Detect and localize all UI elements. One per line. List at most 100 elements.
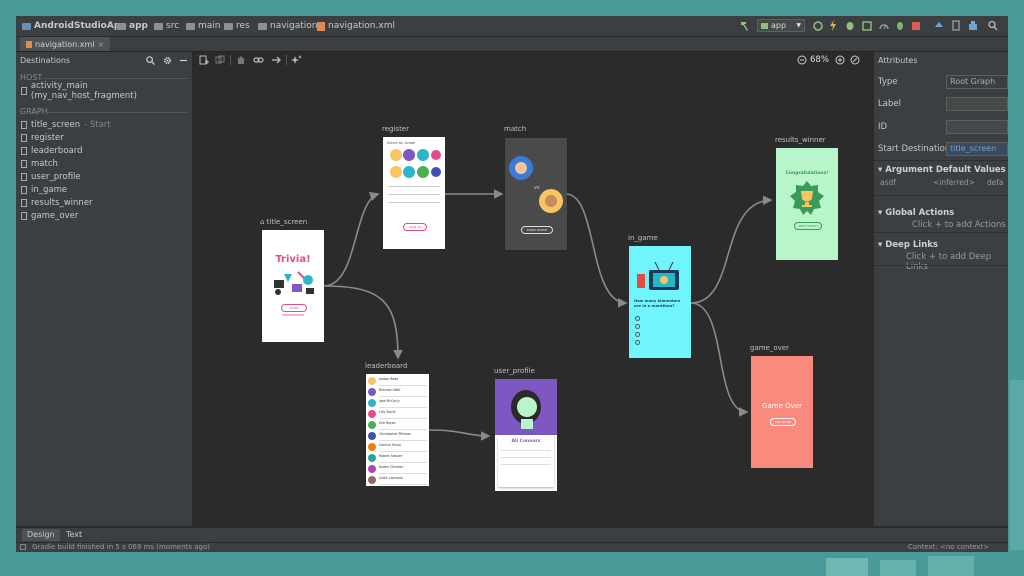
screen-results-winner[interactable]: Congratulations! NEXT MATCH [776, 148, 838, 260]
navigation-graph-canvas[interactable]: 68% ⌂ title_screen Trivia! [193, 52, 873, 526]
avd-manager-icon[interactable] [951, 20, 961, 31]
leaderboard-name: Lilly Sandt [379, 410, 396, 414]
stop-icon[interactable] [911, 20, 921, 31]
breadcrumb-navigation[interactable]: navigation [258, 20, 318, 32]
screen-register[interactable]: Select an Avatar SIGN UP [383, 137, 445, 249]
profiler-icon[interactable] [879, 20, 889, 31]
hammer-icon[interactable] [740, 20, 750, 31]
sdk-manager-icon[interactable] [968, 20, 978, 31]
screen-game-over[interactable]: Game Over TRY AGAIN [751, 356, 813, 468]
svg-text:vs: vs [534, 185, 540, 191]
radio-option [635, 316, 640, 321]
apply-changes-icon[interactable] [813, 20, 823, 31]
row-divider [379, 385, 427, 386]
destination-item-title-screen[interactable]: title_screen- Start [21, 119, 111, 131]
auto-arrange-icon[interactable] [291, 55, 302, 65]
breadcrumb-app[interactable]: app [117, 20, 148, 32]
row-divider [379, 484, 427, 485]
avatar-grid-icon [390, 149, 441, 178]
attach-debugger-icon[interactable] [895, 20, 905, 31]
zoom-out-icon[interactable] [797, 55, 807, 65]
leaderboard-row: Jose McCarty [368, 398, 427, 408]
divider [46, 112, 188, 113]
folder-icon [258, 22, 267, 30]
destination-item-game-over[interactable]: game_over [21, 210, 78, 222]
new-destination-icon[interactable] [199, 55, 209, 65]
screen-in-game[interactable]: How many kilometers are in a marathon? [629, 246, 691, 358]
breadcrumb-res[interactable]: res [224, 20, 250, 32]
arrow-leaderboard-to-profile[interactable] [428, 429, 491, 441]
screen-user-profile[interactable]: Ali Connors [495, 379, 557, 491]
destination-item-in-game[interactable]: in_game [21, 184, 67, 196]
arrow-in-game-to-game-over[interactable] [690, 302, 749, 417]
attributes-panel-title: Attributes [878, 56, 918, 65]
tv-illustration-icon [637, 261, 679, 290]
destination-item-register[interactable]: register [21, 132, 64, 144]
background-stripe [826, 558, 868, 576]
breadcrumb-project[interactable]: AndroidStudioApp [22, 20, 127, 32]
global-actions-header[interactable]: ▾ Global Actions [878, 208, 955, 218]
avatar [368, 388, 376, 396]
lightning-icon[interactable] [828, 20, 838, 31]
congratulations-text: Congratulations! [785, 171, 829, 176]
fragment-icon [21, 147, 27, 155]
arrow-match-to-in-game[interactable] [565, 193, 628, 308]
destination-item-user-profile[interactable]: user_profile [21, 171, 81, 183]
divider [501, 457, 551, 458]
layout-file-icon [21, 87, 27, 95]
label-field[interactable] [946, 97, 1008, 111]
coverage-icon[interactable] [862, 20, 872, 31]
id-field[interactable] [946, 120, 1008, 134]
destination-item-match[interactable]: match [21, 158, 58, 170]
tab-design[interactable]: Design [22, 529, 60, 541]
folder-icon [154, 22, 163, 30]
minimize-icon[interactable] [179, 56, 188, 65]
arrow-title-to-leaderboard[interactable] [323, 285, 403, 360]
close-tab-icon[interactable]: × [97, 39, 105, 49]
deep-links-header[interactable]: ▾ Deep Links [878, 240, 938, 250]
zoom-in-icon[interactable] [835, 55, 845, 65]
arrow-in-game-to-results[interactable] [690, 195, 773, 304]
divider [874, 232, 1008, 233]
nested-graph-icon[interactable] [215, 55, 225, 65]
project-folder-icon [22, 22, 31, 30]
breadcrumb-main[interactable]: main [186, 20, 221, 32]
screen-title-screen[interactable]: Trivia! START [262, 230, 324, 342]
search-icon[interactable] [146, 56, 155, 65]
link-icon[interactable] [253, 55, 264, 65]
search-everywhere-icon[interactable] [988, 20, 998, 31]
run-configuration-select[interactable]: app ▼ [757, 19, 805, 32]
sync-icon[interactable] [934, 20, 944, 31]
status-toggle-icon[interactable] [20, 544, 26, 550]
tab-text[interactable]: Text [66, 530, 83, 539]
argument-defaults-header[interactable]: ▾ Argument Default Values [878, 165, 1006, 175]
fragment-icon [21, 160, 27, 168]
debug-icon[interactable] [845, 20, 855, 31]
arrow-right-icon[interactable] [271, 55, 281, 65]
breadcrumb-src[interactable]: src [154, 20, 179, 32]
input-line [388, 194, 440, 195]
background-stripe [880, 560, 916, 576]
destination-item-results-winner[interactable]: results_winner [21, 197, 93, 209]
arrow-title-to-register[interactable] [323, 191, 380, 287]
gear-icon[interactable] [163, 56, 172, 65]
tab-navigation-xml[interactable]: navigation.xml × [20, 37, 111, 51]
destination-item-leaderboard[interactable]: leaderboard [21, 145, 82, 157]
trivia-title: Trivia! [275, 254, 311, 265]
destinations-panel-title: Destinations [20, 56, 71, 65]
start-destination-select[interactable]: title_screen [946, 142, 1008, 156]
leaderboard-name: Eva Reyes [379, 421, 396, 425]
leaderboard-row: Jordan Rada [368, 376, 427, 386]
screen-match[interactable]: vs START MATCH [505, 138, 567, 250]
zoom-to-fit-icon[interactable] [850, 55, 860, 65]
fragment-icon [21, 186, 27, 194]
breadcrumb-navigation-xml[interactable]: navigation.xml [317, 20, 395, 32]
host-item[interactable]: activity_main (my_nav_host_fragment) [21, 81, 192, 101]
profile-name: Ali Connors [511, 439, 541, 444]
canvas-toolbar: 68% [193, 52, 873, 68]
subtitle-line [282, 314, 304, 316]
home-icon[interactable] [236, 55, 246, 65]
label-label: Label [878, 99, 901, 109]
divider [501, 464, 551, 465]
